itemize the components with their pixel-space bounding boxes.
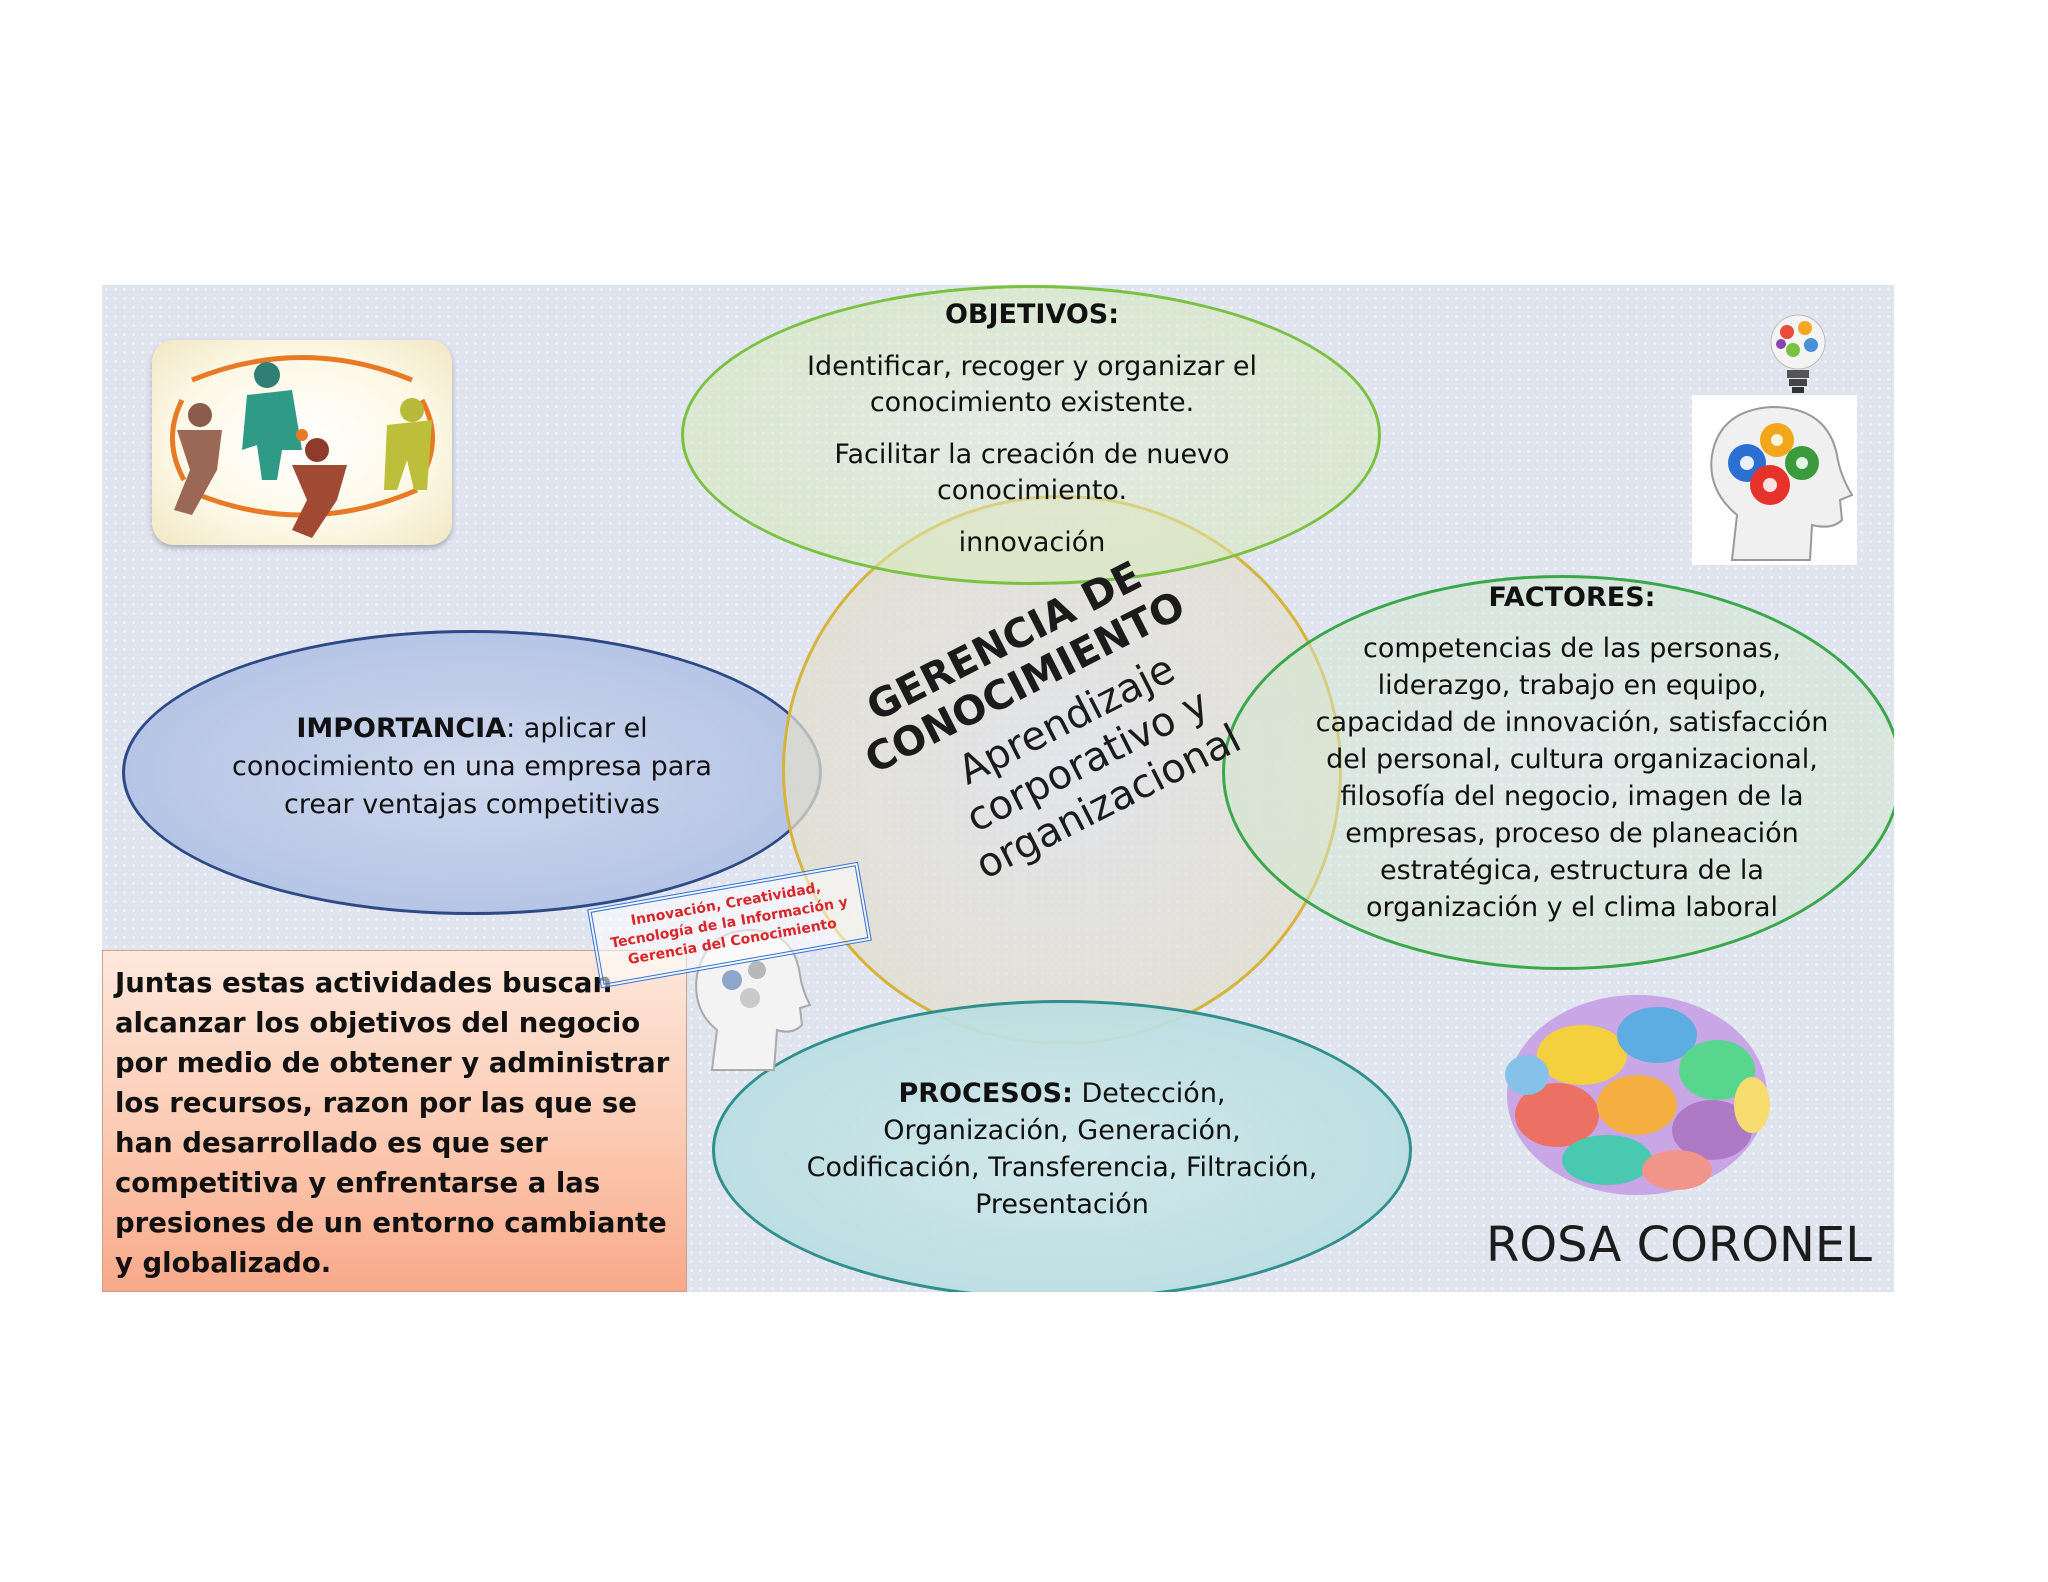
lightbulb-icon: [1767, 312, 1829, 402]
objetivos-line-1: Identificar, recoger y organizar el cono…: [806, 351, 1257, 418]
procesos-label: PROCESOS:: [898, 1078, 1073, 1109]
importancia-text: IMPORTANCIA: aplicar el conocimiento en …: [202, 710, 742, 824]
procesos-body: Detección, Organización, Generación, Cod…: [806, 1078, 1318, 1220]
importancia-label: IMPORTANCIA: [296, 713, 507, 744]
mind-map-slide: OBJETIVOS: Identificar, recoger y organi…: [102, 285, 1894, 1292]
procesos-text: PROCESOS: Detección, Organización, Gener…: [802, 1075, 1322, 1223]
summary-text: Juntas estas actividades buscan alcanzar…: [115, 967, 670, 1279]
factores-title: FACTORES:: [1488, 582, 1656, 613]
objetivos-line-2: Facilitar la creación de nuevo conocimie…: [834, 439, 1230, 506]
factores-ellipse: [1222, 575, 1894, 970]
head-gears-icon: [1692, 395, 1857, 565]
colorful-brain-illustration: [1487, 965, 1787, 1205]
factores-text: competencias de las personas, liderazgo,…: [1315, 633, 1829, 923]
objetivos-line-3: innovación: [958, 527, 1106, 558]
importancia-ellipse: [122, 630, 822, 915]
summary-box: Juntas estas actividades buscan alcanzar…: [102, 950, 687, 1292]
procesos-ellipse: [712, 1000, 1412, 1292]
objetivos-title: OBJETIVOS:: [944, 299, 1120, 330]
objetivos-ellipse: [681, 285, 1381, 585]
author-name: ROSA CORONEL: [1486, 1217, 1872, 1273]
importancia-body: : aplicar el conocimiento en una empresa…: [232, 713, 712, 820]
people-circle-illustration: [152, 340, 452, 545]
